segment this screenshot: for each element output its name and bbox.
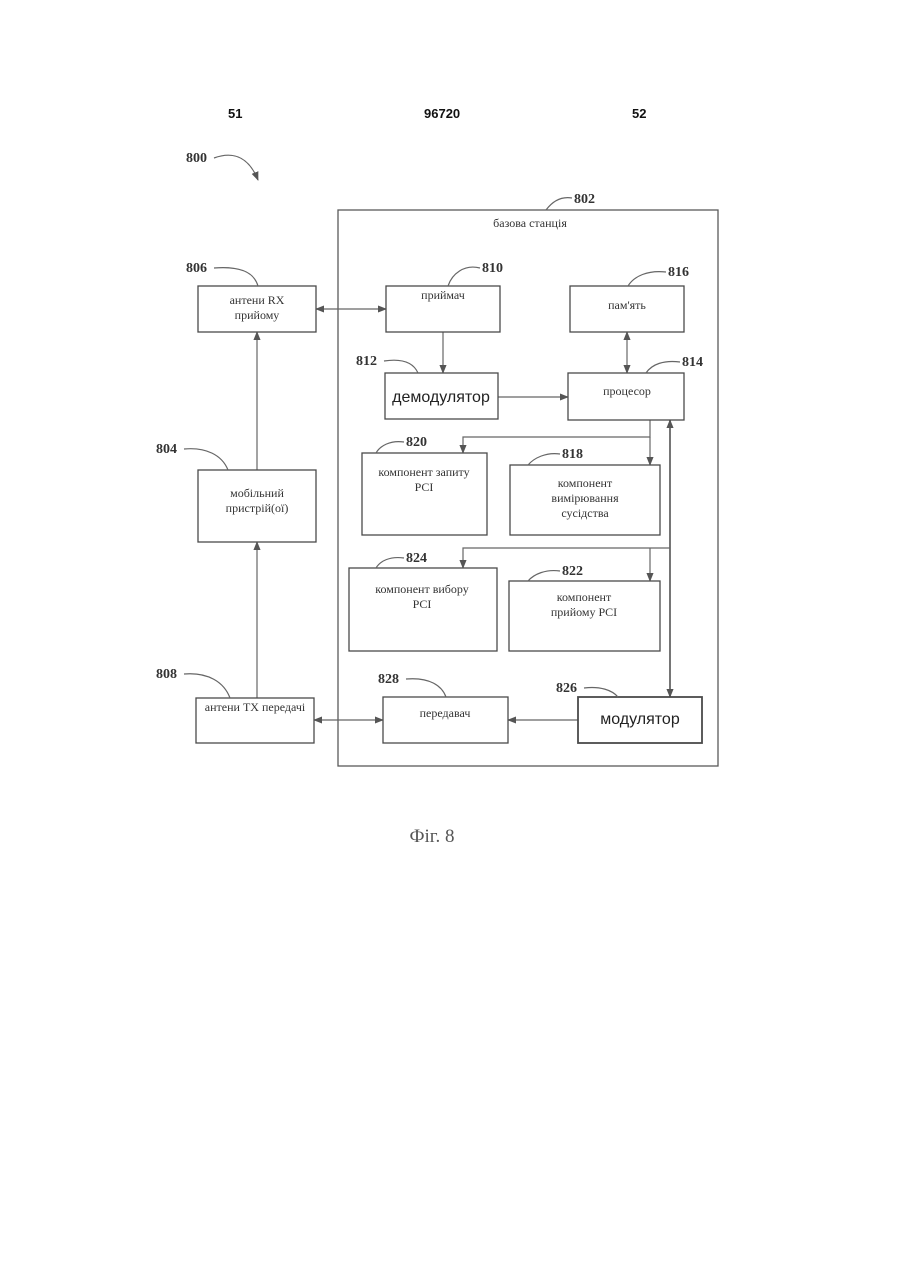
pci-request-ref: 820 (406, 435, 427, 450)
mobile-device-ref: 804 (156, 442, 177, 457)
mobile-device-label-2: пристрій(ої) (226, 501, 289, 515)
rx-antennas-ref: 806 (186, 261, 207, 276)
receiver-ref-line (448, 267, 480, 286)
pci-request-ref-line (376, 442, 404, 453)
neighbor-measurement-ref: 818 (562, 447, 583, 462)
modulator-label: модулятор (600, 711, 680, 728)
demodulator-ref: 812 (356, 354, 377, 369)
figure-ref: 800 (186, 151, 207, 166)
rx-antennas-ref-line (214, 268, 258, 286)
neighbor-measurement-label-1: компонент (558, 476, 613, 490)
pci-receive-label-1: компонент (557, 590, 612, 604)
transmitter-block (383, 697, 508, 743)
transmitter-ref: 828 (378, 672, 399, 687)
demodulator-ref-line (384, 360, 418, 373)
processor-ref-line (646, 361, 680, 373)
transmitter-ref-line (406, 679, 446, 697)
base-station-ref-line (546, 198, 572, 210)
pci-request-label-1: компонент запиту (378, 465, 469, 479)
pci-select-label-1: компонент вибору (375, 582, 468, 596)
bus-pci-request (463, 420, 650, 453)
base-station-label: базова станція (493, 216, 567, 230)
pci-select-label-2: PCI (413, 597, 432, 611)
pci-request-label-2: PCI (415, 480, 434, 494)
neighbor-measurement-label-2: вимірювання (551, 491, 619, 505)
figure-caption: Фіг. 8 (410, 826, 455, 847)
modulator-ref-line (584, 687, 618, 697)
memory-label: пам'ять (608, 298, 646, 312)
receiver-label: приймач (421, 288, 465, 302)
receiver-ref: 810 (482, 261, 503, 276)
mobile-device-label-1: мобільний (230, 486, 284, 500)
rx-antennas-label-1: антени RX (230, 293, 285, 307)
tx-antennas-ref: 808 (156, 667, 177, 682)
pci-receive-ref: 822 (562, 564, 583, 579)
pci-select-ref-line (376, 558, 404, 568)
tx-antennas-label: антени TX передачі (205, 700, 306, 714)
pci-receive-ref-line (528, 571, 560, 581)
neighbor-measurement-ref-line (528, 454, 560, 465)
tx-antennas-ref-line (184, 674, 230, 698)
modulator-ref: 826 (556, 681, 577, 696)
pci-select-ref: 824 (406, 551, 427, 566)
pci-receive-label-2: прийому PCI (551, 605, 617, 619)
rx-antennas-label-2: прийому (235, 308, 280, 322)
memory-ref-line (628, 272, 666, 286)
mobile-device-ref-line (184, 449, 228, 470)
memory-ref: 816 (668, 265, 689, 280)
transmitter-label: передавач (420, 706, 471, 720)
demodulator-label: демодулятор (392, 389, 490, 406)
processor-ref: 814 (682, 355, 703, 370)
processor-label: процесор (603, 384, 651, 398)
base-station-ref: 802 (574, 192, 595, 207)
figure-ref-arrow (214, 155, 258, 180)
neighbor-measurement-label-3: сусідства (561, 506, 609, 520)
